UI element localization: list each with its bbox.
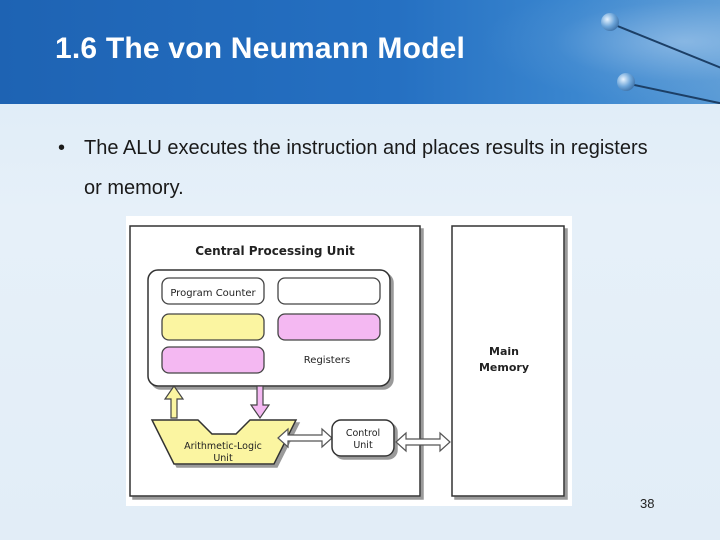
- registers-label: Registers: [304, 355, 350, 366]
- bullet-marker: •: [58, 137, 66, 159]
- register-slot-pink: [277, 313, 381, 341]
- decorative-bead-icon: [601, 13, 619, 31]
- slide-title: 1.6 The von Neumann Model: [55, 32, 466, 65]
- main-memory-label-line1: Main: [489, 345, 519, 358]
- bullet-text: The ALU executes the instruction and pla…: [84, 137, 648, 199]
- alu-to-registers-arrow: [163, 384, 185, 419]
- alu-shape: [150, 419, 298, 465]
- main-memory-box: [451, 225, 565, 497]
- title-bar: 1.6 The von Neumann Model: [0, 0, 720, 104]
- register-slot-yellow: [161, 313, 265, 341]
- main-memory-label-line2: Memory: [479, 361, 529, 374]
- register-slot: [277, 277, 381, 305]
- program-counter-register: [161, 277, 265, 305]
- control-unit-box: [331, 419, 395, 457]
- alu-label-line1: Arithmetic-Logic: [184, 441, 262, 452]
- control-unit-label-line1: Control: [346, 428, 380, 439]
- registers-to-alu-arrow: [249, 385, 271, 420]
- program-counter-label: Program Counter: [170, 288, 256, 299]
- alu-label-line2: Unit: [213, 453, 233, 464]
- register-slot-pink: [161, 346, 265, 374]
- control-memory-arrow: [395, 431, 451, 453]
- von-neumann-diagram: Central Processing Unit Program Counter …: [126, 216, 572, 506]
- decorative-bead-icon: [617, 73, 635, 91]
- control-unit-label-line2: Unit: [353, 440, 373, 451]
- cpu-label: Central Processing Unit: [195, 244, 355, 258]
- bullet-point: • The ALU executes the instruction and p…: [58, 128, 658, 208]
- page-number: 38: [640, 496, 655, 511]
